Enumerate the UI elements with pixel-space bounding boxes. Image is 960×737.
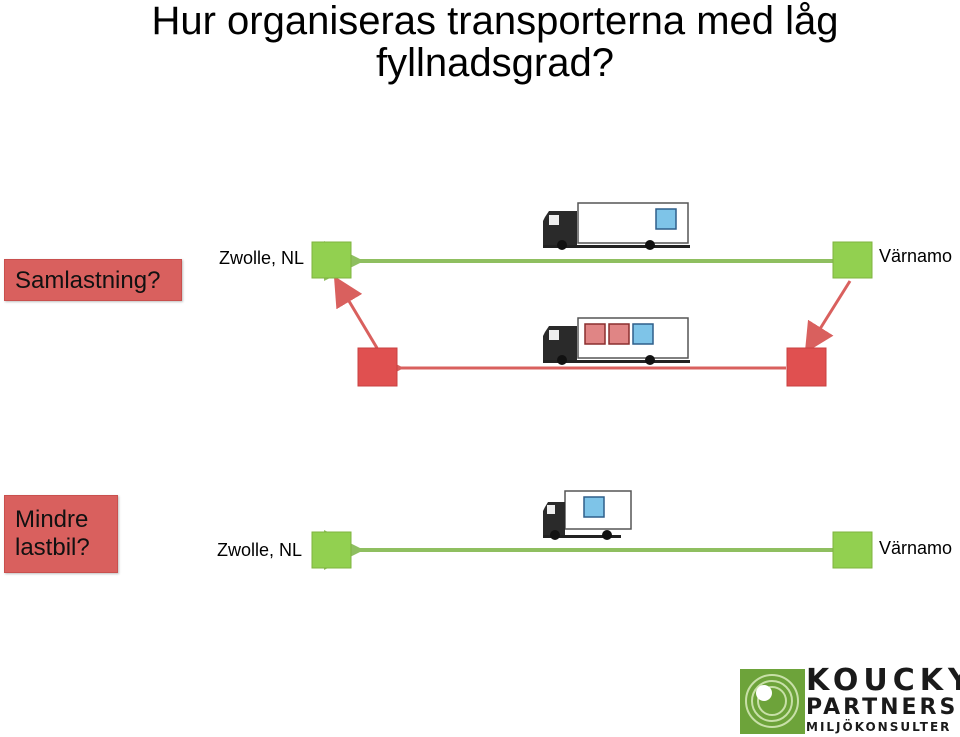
page-title: Hur organiseras transporterna med låg fy… [0,0,960,84]
mindre-lastbil-label-box: Mindre lastbil? [4,495,118,573]
city-zwolle-top: Zwolle, NL [219,248,305,268]
truck-icon-top [543,202,690,250]
mindre-label-line-1: Mindre [15,506,89,533]
title-line-2: fyllnadsgrad? [376,41,614,85]
mindre-label-line-2: lastbil? [15,534,90,561]
logo-line-3: MILJÖKONSULTER [806,720,952,734]
samlastning-label: Samlastning? [15,267,161,294]
truck-icon-consolidated [543,317,690,365]
node-varnamo-bottom [832,531,873,569]
node-zwolle-top [311,241,352,279]
city-varnamo-bottom: Värnamo [879,538,953,558]
node-varnamo-top [832,241,873,279]
node-hub-right [786,347,827,387]
koucky-logo-emblem-icon [740,669,805,734]
logo-line-2: PARTNERS [806,695,959,720]
truck-icon-small [543,490,632,540]
logo-line-1: KOUCKY [806,663,960,698]
city-zwolle-bottom: Zwolle, NL [217,540,303,560]
arrow-hub-to-zwolle [333,275,379,349]
node-zwolle-bottom [311,531,352,569]
title-line-1: Hur organiseras transporterna med låg [151,0,839,43]
arrow-varnamo-to-hub [804,280,852,354]
city-varnamo-top: Värnamo [879,246,953,266]
node-hub-left [357,347,398,387]
samlastning-label-box: Samlastning? [4,259,182,301]
